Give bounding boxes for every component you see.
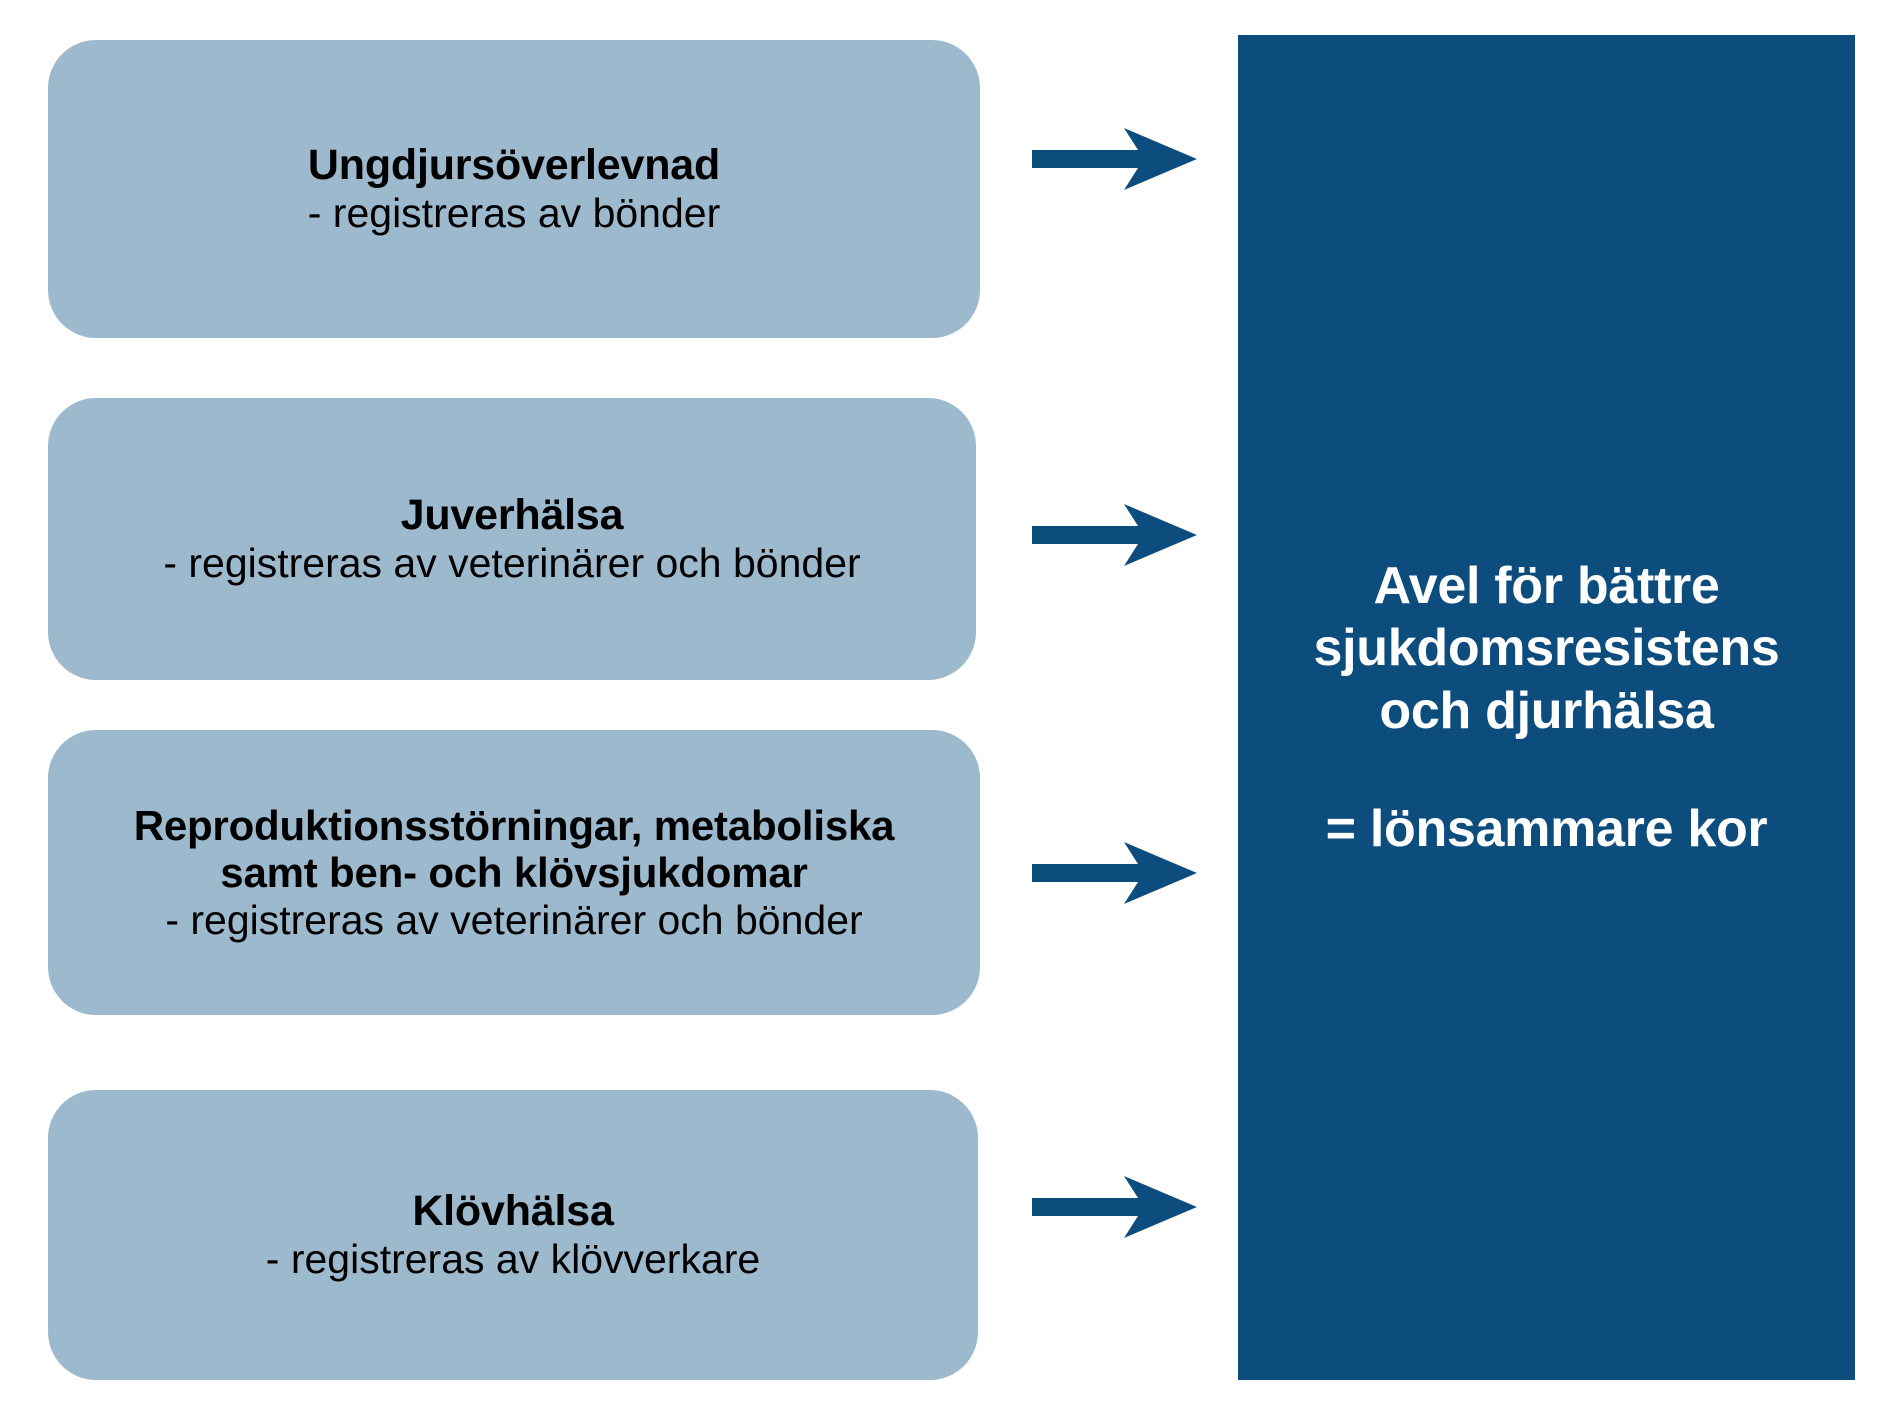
source-box-subtitle: - registreras av veterinärer och bönder xyxy=(163,539,861,586)
arrow-right-icon xyxy=(1032,504,1197,566)
result-panel: Avel för bättre sjukdomsresistens och dj… xyxy=(1238,35,1855,1380)
source-box-reproduktionsstorningar: Reproduktionsstörningar, metaboliska sam… xyxy=(48,730,980,1015)
source-box-klovhalsa: Klövhälsa - registreras av klövverkare xyxy=(48,1090,978,1380)
result-heading-line-1: Avel för bättre xyxy=(1373,556,1720,615)
result-conclusion: = lönsammare kor xyxy=(1325,799,1768,858)
result-heading-line-2: sjukdomsresistens xyxy=(1313,619,1780,678)
arrow-right-icon xyxy=(1032,128,1197,190)
source-box-title: Juverhälsa xyxy=(400,491,624,540)
arrow-right-icon xyxy=(1032,1176,1197,1238)
source-box-subtitle: - registreras av bönder xyxy=(307,189,721,236)
source-box-juverhalsa: Juverhälsa - registreras av veterinärer … xyxy=(48,398,976,680)
source-box-title-line-1: Reproduktionsstörningar, metaboliska xyxy=(133,801,895,849)
source-box-title: Ungdjursöverlevnad xyxy=(307,141,721,190)
arrow-right-icon xyxy=(1032,842,1197,904)
source-box-title: Klövhälsa xyxy=(412,1187,614,1236)
source-box-subtitle: - registreras av veterinärer och bönder xyxy=(165,896,863,943)
result-heading-line-3: och djurhälsa xyxy=(1379,681,1714,740)
source-box-ungdjursoverlevnad: Ungdjursöverlevnad - registreras av bönd… xyxy=(48,40,980,338)
source-box-subtitle: - registreras av klövverkare xyxy=(265,1235,761,1282)
source-box-title-line-2: samt ben- och klövsjukdomar xyxy=(220,848,808,896)
